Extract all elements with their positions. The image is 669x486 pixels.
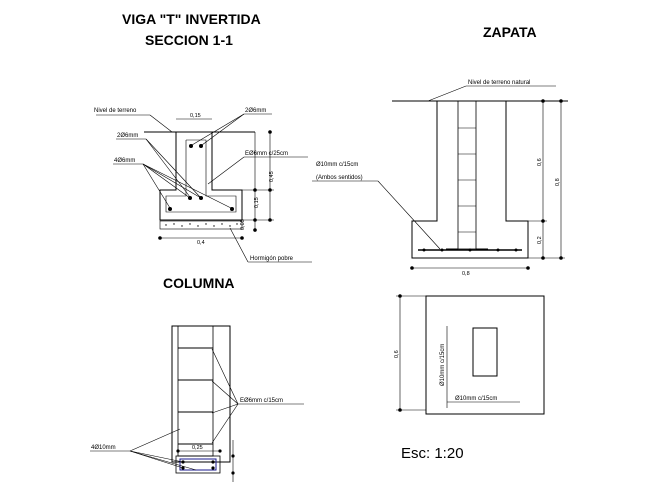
viga-dim-width-label: 0,4 [197,240,205,246]
viga-dim-base-label: 0,05 [240,219,246,230]
columna-dim-width-label: 0,25 [192,445,203,451]
zapata-dim-column-label: 0,6 [537,158,543,166]
zapata-dim-footing-label: 0,2 [537,236,543,244]
columna-cage [177,325,214,457]
viga-hormigon-pobre [159,220,243,230]
zapata-bars-label: Ø10mm c/15cm [316,162,358,168]
viga-stirrup [165,139,237,213]
columna-section-stirrup [179,458,217,471]
zapata-dim-width-label: 0,8 [462,271,470,277]
scale-label: Esc: 1:20 [401,445,464,462]
zapata-plan: 0,6 Ø10mm c/15cm Ø10mm c/15cm [394,294,545,415]
viga-dim-flange-label: 0,15 [254,197,260,208]
zapata-section: Nivel de terreno natural Ø10mm c/15cm (A… [312,80,568,277]
columna-detail: EØ6mm c/15cm 4Ø10mm 0,25 [90,325,304,482]
columna-stirrups-label: EØ6mm c/15cm [240,398,283,404]
zapata-plan-horizontal-label: Ø10mm c/15cm [455,396,497,402]
zapata-title: ZAPATA [483,24,537,40]
zapata-bars-note: (Ambos sentidos) [316,175,363,181]
columna-bars-label: 4Ø10mm [91,445,116,451]
viga-hormigon-label: Hormigón pobre [250,256,294,262]
viga-dim-top-label: 0,15 [190,113,201,119]
zapata-column-cage [457,100,477,250]
columna-outline [171,325,231,463]
columna-title: COLUMNA [163,275,235,291]
viga-bars-top-left-label: 2Ø6mm [117,133,138,139]
viga-section: Nivel de terreno 0,15 2Ø6mm 2Ø6mm [94,108,312,263]
viga-nivel-label: Nivel de terreno [94,108,137,114]
zapata-plan-column [472,327,498,377]
zapata-plan-dim-label: 0,6 [394,350,400,358]
viga-dim-web-label: 0,45 [269,171,275,182]
viga-bars-top-right-label: 2Ø6mm [245,108,266,114]
viga-bars-bottom-label: 4Ø6mm [114,158,135,164]
viga-stirrups-label: EØ6mm c/25cm [245,151,288,157]
zapata-plan-outline [425,295,545,415]
zapata-plan-vertical-label: Ø10mm c/15cm [440,344,446,386]
viga-subtitle: SECCION 1-1 [145,32,233,48]
viga-rebar [168,207,172,211]
zapata-dim-total-label: 0,8 [555,178,561,186]
viga-title: VIGA "T" INVERTIDA [122,11,261,27]
zapata-nivel-label: Nivel de terreno natural [468,80,530,86]
zapata-concrete-outline [411,101,529,259]
